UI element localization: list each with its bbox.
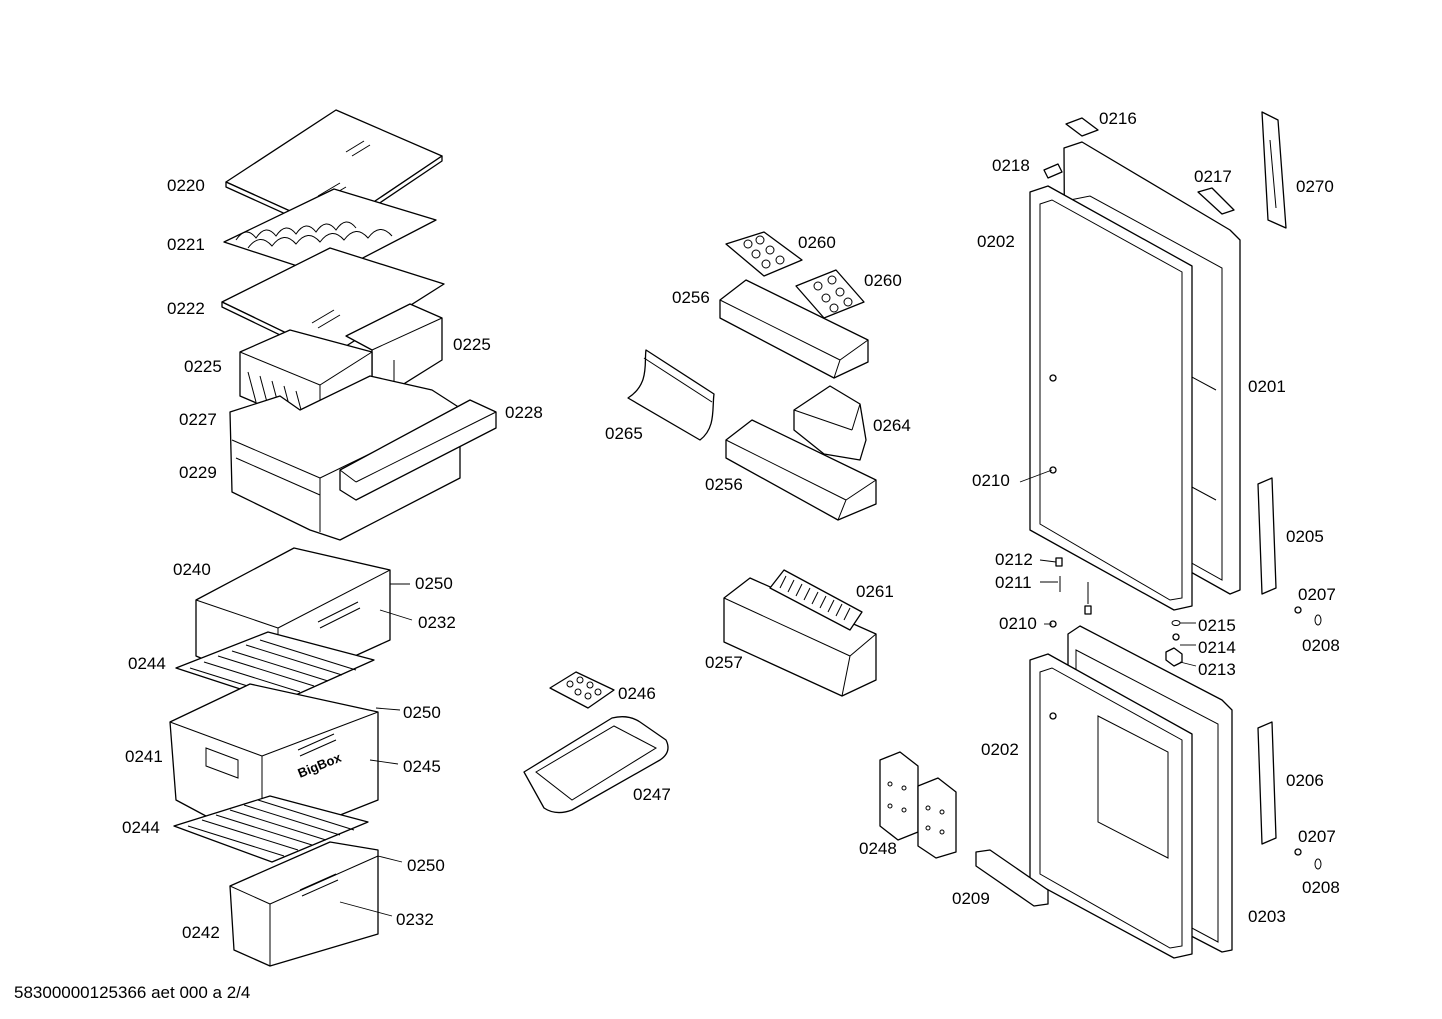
label-0208-b: 0208: [1302, 878, 1340, 897]
label-0232-b: 0232: [396, 910, 434, 929]
door-bin-0256-upper: [719, 279, 869, 379]
cover-flap-0265: [627, 349, 715, 441]
label-0227: 0227: [179, 410, 217, 429]
cold-accumulator-0248-a: [879, 751, 919, 841]
label-0228: 0228: [505, 403, 543, 422]
cover-strip-0216: [1065, 117, 1099, 137]
label-0232-a: 0232: [418, 613, 456, 632]
label-0265: 0265: [605, 424, 643, 443]
label-0246: 0246: [618, 684, 656, 703]
bottle-clip-0261: [769, 569, 863, 631]
label-0244-a: 0244: [128, 654, 166, 673]
ice-tray-0247: [523, 716, 669, 814]
door-bin-0257: [723, 577, 877, 697]
door-seal-0202-upper: [1029, 185, 1193, 611]
label-0203: 0203: [1248, 907, 1286, 926]
wire-rack-0244-bottom: [173, 795, 369, 863]
label-0241: 0241: [125, 747, 163, 766]
label-0261: 0261: [856, 582, 894, 601]
butter-box-0264: [793, 385, 867, 461]
label-0257: 0257: [705, 653, 743, 672]
label-0247: 0247: [633, 785, 671, 804]
label-0202-b: 0202: [981, 740, 1019, 759]
label-0217: 0217: [1194, 167, 1232, 186]
label-0264: 0264: [873, 416, 911, 435]
label-0250-a: 0250: [415, 574, 453, 593]
label-0207-b: 0207: [1298, 827, 1336, 846]
chiller-lid-0228: [339, 399, 497, 501]
label-0245: 0245: [403, 757, 441, 776]
label-0225-right: 0225: [453, 335, 491, 354]
door-bin-0256-lower: [725, 419, 877, 521]
label-0248: 0248: [859, 839, 897, 858]
hinge-cover-0270: [1261, 111, 1287, 229]
handle-0205: [1257, 477, 1277, 595]
label-0210-b: 0210: [999, 614, 1037, 633]
label-0244-b: 0244: [122, 818, 160, 837]
label-0222: 0222: [167, 299, 205, 318]
label-0256-a: 0256: [672, 288, 710, 307]
label-0229: 0229: [179, 463, 217, 482]
leader-lines: [339, 469, 1197, 917]
label-0250-b: 0250: [403, 703, 441, 722]
label-0225-left: 0225: [184, 357, 222, 376]
label-0205: 0205: [1286, 527, 1324, 546]
kick-plate-0209: [975, 849, 1049, 907]
drawer-0242: [229, 841, 379, 967]
label-0260-b: 0260: [864, 271, 902, 290]
egg-tray-0260-b: [795, 269, 865, 319]
label-0213: 0213: [1198, 660, 1236, 679]
label-0260-a: 0260: [798, 233, 836, 252]
label-0220: 0220: [167, 176, 205, 195]
label-0215: 0215: [1198, 616, 1236, 635]
label-0216: 0216: [1099, 109, 1137, 128]
label-0240: 0240: [173, 560, 211, 579]
label-0270: 0270: [1296, 177, 1334, 196]
label-0256-b: 0256: [705, 475, 743, 494]
part-labels: 0220 0221 0222 0225 0225 0227 0228 0229 …: [122, 109, 1340, 942]
label-0214: 0214: [1198, 638, 1236, 657]
footer-document-id: 58300000125366 aet 000 a 2/4: [14, 983, 250, 1002]
label-0250-c: 0250: [407, 856, 445, 875]
bigbox-drawer-0241: [169, 683, 379, 847]
bottle-rack-0221: [223, 188, 437, 277]
label-0201: 0201: [1248, 377, 1286, 396]
label-0221: 0221: [167, 235, 205, 254]
cover-strip-0217: [1197, 187, 1235, 215]
egg-tray-0260-a: [725, 231, 803, 277]
label-0242: 0242: [182, 923, 220, 942]
handle-0206: [1257, 721, 1277, 845]
label-0202-a: 0202: [977, 232, 1015, 251]
label-0212: 0212: [995, 550, 1033, 569]
label-0218: 0218: [992, 156, 1030, 175]
label-0209: 0209: [952, 889, 990, 908]
label-0210-a: 0210: [972, 471, 1010, 490]
label-0207-a: 0207: [1298, 585, 1336, 604]
label-0206: 0206: [1286, 771, 1324, 790]
label-0211: 0211: [995, 573, 1032, 592]
label-0208-a: 0208: [1302, 636, 1340, 655]
cold-accumulator-0248-b: [917, 777, 957, 859]
cover-0218: [1043, 163, 1063, 179]
ice-cube-tray-0246: [549, 671, 615, 709]
